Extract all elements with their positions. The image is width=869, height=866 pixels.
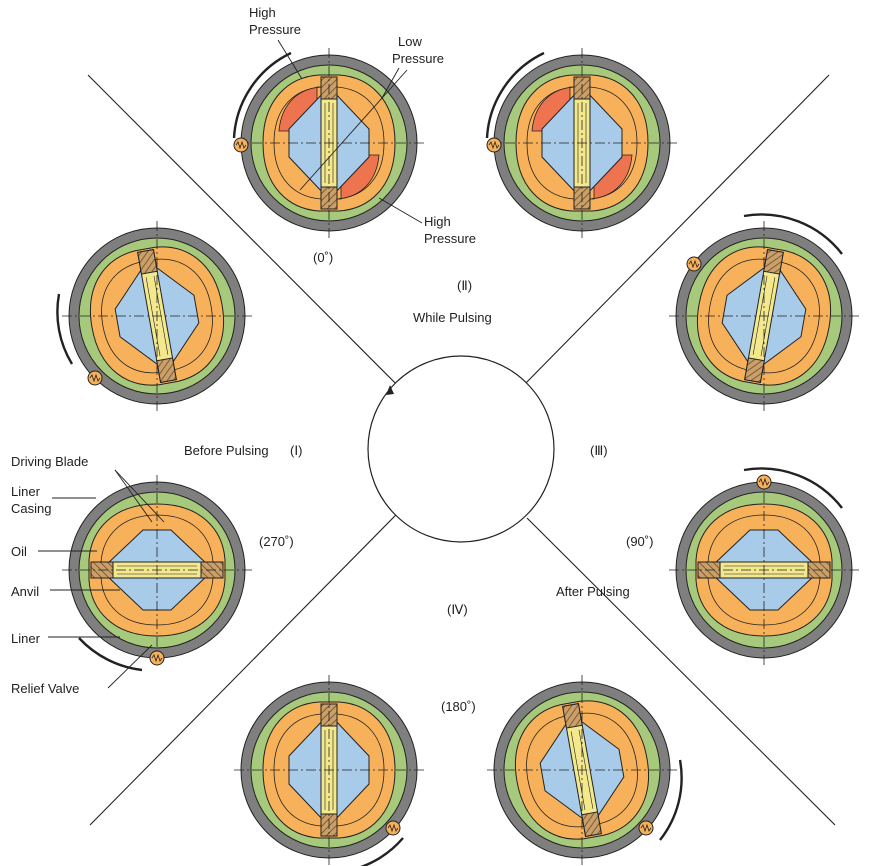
oil-label: Oil [11,544,27,559]
phase-2-label: (Ⅱ) [457,278,472,293]
cycle-circle [367,355,555,543]
pulse-unit-bottom-left [234,675,424,866]
phase-3-label: (Ⅲ) [590,443,608,458]
relief-valve-icon [87,370,103,386]
relief-valve-icon [233,137,249,153]
angle-180-label: (180˚) [441,699,476,714]
while-pulsing-label: While Pulsing [413,310,492,325]
pulse-unit-left-upper [56,221,252,411]
pulse-unit-top-left [232,48,424,238]
pulse-unit-right-upper [669,213,859,411]
liner-label: Liner [11,631,41,646]
angle-0-label: (0˚) [313,250,333,265]
pulse-unit-bottom-right [487,675,683,865]
rotation-arrow-icon [659,759,683,841]
relief-valve-icon [149,650,165,666]
rotation-arrow-icon [360,837,404,866]
phase-4-label: (Ⅳ) [447,602,468,617]
pulse-unit-right-lower [669,467,859,665]
rotation-arrow-icon [56,293,74,365]
after-pulsing-label: After Pulsing [556,584,630,599]
rotation-arrow-icon [78,637,143,672]
anvil-label: Anvil [11,584,39,599]
cycle-arrow-icon [386,385,394,395]
relief-valve-label: Relief Valve [11,681,79,696]
relief-valve-icon [686,256,702,272]
before-pulsing-label: Before Pulsing [184,443,269,458]
driving-blade-label: Driving Blade [11,454,88,469]
relief-valve-icon [638,820,654,836]
phase-1-label: (Ⅰ) [290,443,303,458]
relief-valve-icon [486,137,502,153]
pulse-unit-left-lower [62,475,252,672]
relief-valve-icon [385,820,401,836]
angle-90-label: (90˚) [626,534,653,549]
relief-valve-icon [756,474,772,490]
pulse-unit-top-right [485,48,677,238]
angle-270-label: (270˚) [259,534,294,549]
rotation-arrow-icon [485,51,545,139]
rotation-arrow-icon [743,467,843,509]
rotation-arrow-icon [743,213,843,255]
rotation-arrow-icon [232,51,292,139]
